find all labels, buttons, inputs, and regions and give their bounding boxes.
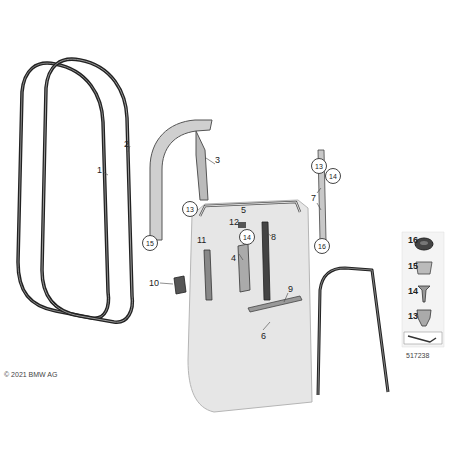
callout-number: 14 (243, 234, 251, 241)
callout-circle: 14 (239, 229, 255, 245)
callout-number: 10 (149, 279, 159, 288)
callout-number: 9 (288, 285, 293, 294)
callout-number: 14 (408, 287, 418, 296)
callout-number: 13 (408, 312, 418, 321)
callout-number: 14 (329, 173, 337, 180)
image-note: © 2021 BMW AG (4, 371, 57, 378)
callout-number: 15 (408, 262, 418, 271)
callout-circle: 15 (142, 235, 158, 251)
callout-number: 2 (124, 140, 129, 149)
callout-number: 7 (311, 194, 316, 203)
callout-number: 5 (241, 206, 246, 215)
callout-number: 3 (215, 156, 220, 165)
callout-circle: 13 (182, 201, 198, 217)
callout-number: 16 (408, 236, 418, 245)
callout-number: 13 (315, 163, 323, 170)
callout-number: 8 (271, 233, 276, 242)
callout-circle: 13 (311, 158, 327, 174)
callout-number: 13 (186, 206, 194, 213)
callout-circle: 14 (325, 168, 341, 184)
callout-number: 16 (318, 243, 326, 250)
callout-number: 12 (229, 218, 239, 227)
callout-circle: 16 (314, 238, 330, 254)
callout-number: 4 (231, 254, 236, 263)
callout-number: 11 (197, 236, 206, 245)
callout-number: 1 (97, 166, 102, 175)
callout-number: 15 (146, 240, 154, 247)
callout-number: 6 (261, 332, 266, 341)
image-note: 517238 (406, 352, 429, 359)
